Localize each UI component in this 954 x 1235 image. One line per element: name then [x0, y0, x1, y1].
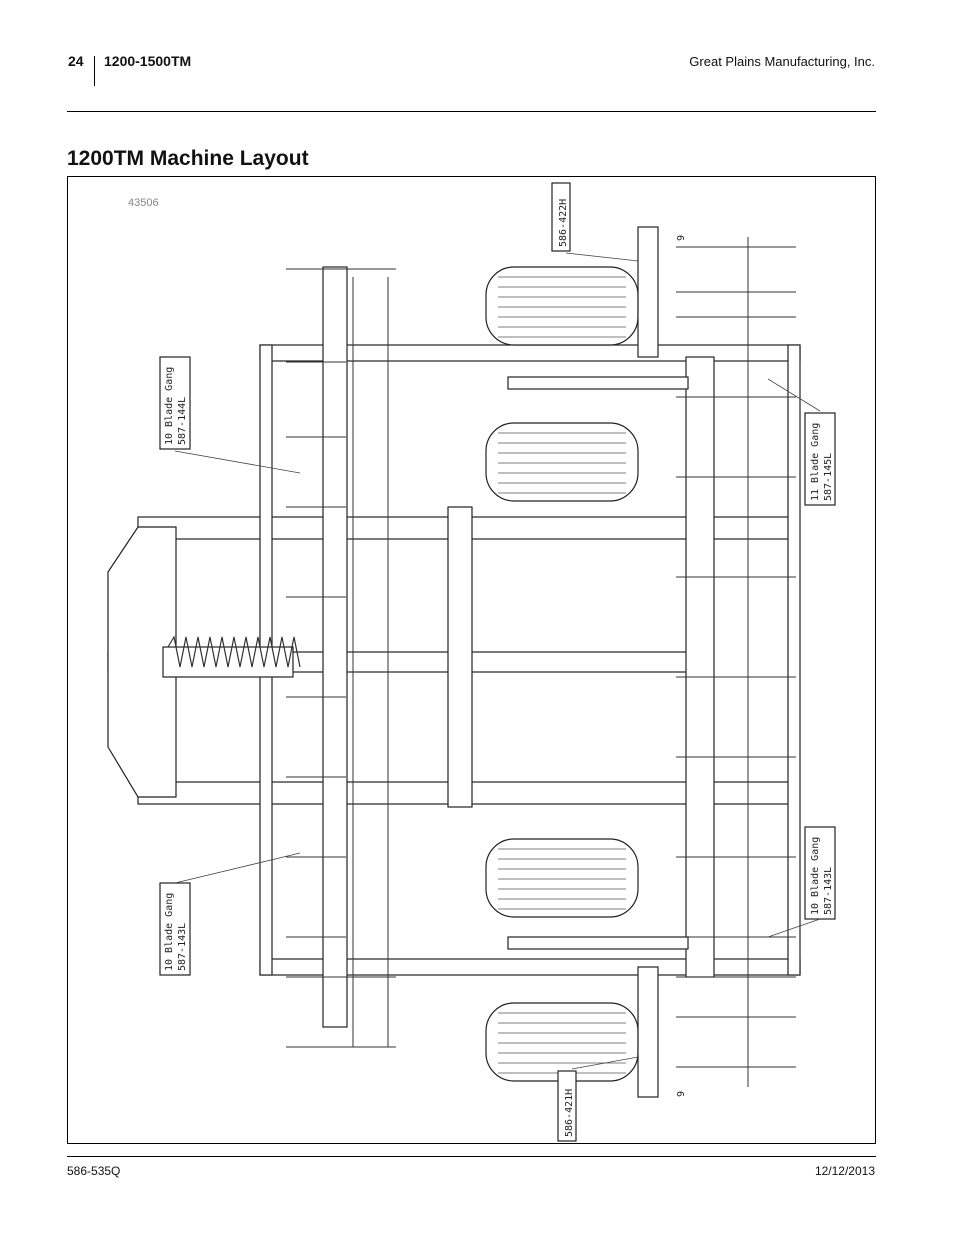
callout-right-lower-title: 10 Blade Gang	[810, 837, 821, 915]
callout-right-upper-title: 11 Blade Gang	[810, 423, 821, 501]
company-name: Great Plains Manufacturing, Inc.	[689, 54, 875, 69]
page-title: 1200TM Machine Layout	[67, 147, 309, 170]
page-number: 24	[68, 53, 84, 69]
machine-drawing: 586-422H 10 Blade Gang 587-144L 11 Blade…	[107, 182, 836, 1142]
document-number: 586-535Q	[67, 1164, 121, 1178]
callout-left-lower-title: 10 Blade Gang	[164, 893, 175, 971]
model-name: 1200-1500TM	[104, 53, 192, 69]
callout-right-lower-part: 587-143L	[823, 867, 834, 915]
callout-left-upper-title: 10 Blade Gang	[164, 367, 175, 445]
callout-586-421h: 586-421H	[564, 1089, 575, 1137]
figure-id: 43506	[128, 197, 159, 209]
header-rule	[67, 111, 876, 112]
callout-left-lower-part: 587-143L	[177, 923, 188, 971]
document-date: 12/12/2013	[814, 1164, 875, 1178]
machine-layout-figure: 43506	[67, 176, 876, 1144]
dimension-bottom: 9	[676, 1091, 687, 1097]
footer-rule	[67, 1156, 876, 1157]
callout-left-upper-part: 587-144L	[177, 397, 188, 445]
dimension-top: 9	[676, 235, 687, 241]
header-divider	[94, 56, 95, 86]
callout-586-422h: 586-422H	[558, 199, 569, 247]
callout-right-upper-part: 587-145L	[823, 453, 834, 501]
